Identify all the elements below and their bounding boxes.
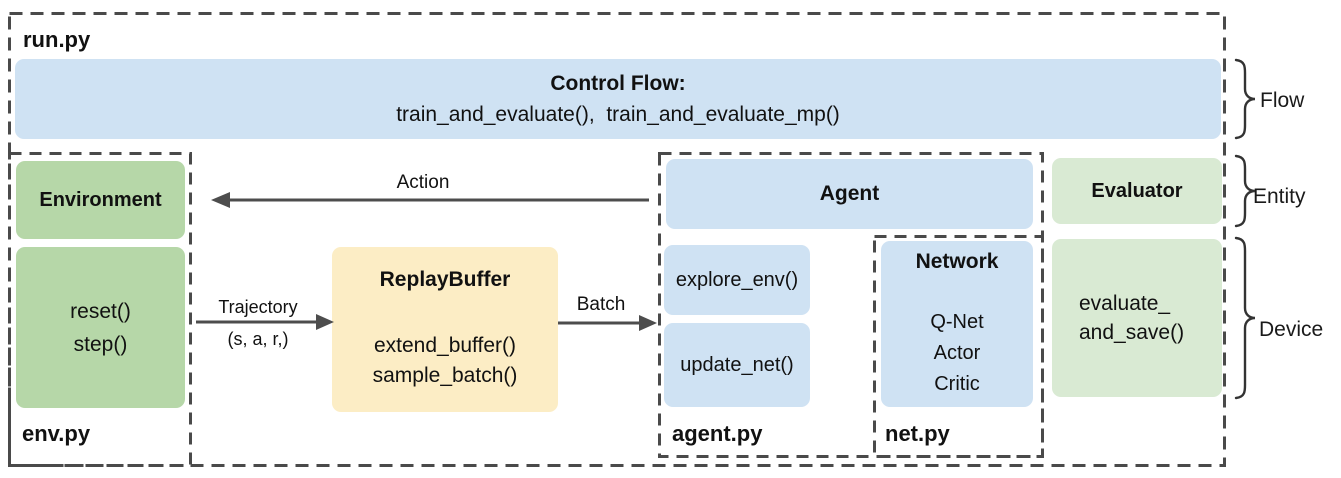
network-critic: Critic bbox=[934, 373, 980, 395]
env-methods-box: reset() step() bbox=[16, 247, 185, 408]
control-flow-functions: train_and_evaluate(), train_and_evaluate… bbox=[396, 103, 840, 126]
device-brace bbox=[1234, 236, 1256, 400]
agent-method-update: update_net() bbox=[680, 353, 794, 376]
entity-brace-label: Entity bbox=[1253, 185, 1306, 208]
flow-brace-label: Flow bbox=[1260, 89, 1305, 112]
replay-method-sample: sample_batch() bbox=[372, 364, 518, 387]
replay-method-extend: extend_buffer() bbox=[373, 334, 517, 357]
batch-arrow-label: Batch bbox=[576, 294, 626, 315]
explore-env-box: explore_env() bbox=[664, 245, 810, 315]
agent-title: Agent bbox=[819, 182, 880, 205]
update-net-box: update_net() bbox=[664, 323, 810, 407]
env-py-label: env.py bbox=[22, 421, 91, 446]
trajectory-tuple-label: (s, a, r,) bbox=[227, 329, 289, 349]
environment-title: Environment bbox=[39, 188, 162, 211]
agent-method-explore: explore_env() bbox=[675, 268, 799, 291]
agent-box: Agent bbox=[666, 159, 1033, 229]
replay-buffer-box: ReplayBuffer extend_buffer() sample_batc… bbox=[332, 247, 558, 412]
trajectory-arrow-label: Trajectory bbox=[218, 297, 298, 317]
control-flow-box: Control Flow: train_and_evaluate(), trai… bbox=[15, 59, 1221, 139]
evaluator-method-line2: and_save() bbox=[1079, 321, 1185, 344]
network-title: Network bbox=[915, 250, 999, 273]
evaluator-method-line1: evaluate_ bbox=[1079, 292, 1171, 315]
env-method-reset: reset() bbox=[70, 299, 131, 323]
env-method-step: step() bbox=[73, 332, 128, 356]
flow-brace bbox=[1234, 58, 1256, 140]
replay-buffer-title: ReplayBuffer bbox=[379, 268, 511, 291]
evaluator-box: Evaluator bbox=[1052, 158, 1222, 224]
net-py-label: net.py bbox=[885, 421, 950, 446]
batch-arrow bbox=[558, 315, 657, 331]
agent-py-label: agent.py bbox=[672, 421, 763, 446]
device-brace-label: Device bbox=[1259, 318, 1324, 341]
evaluator-title: Evaluator bbox=[1091, 179, 1183, 202]
network-qnet: Q-Net bbox=[930, 311, 984, 333]
run-py-label: run.py bbox=[23, 27, 91, 52]
control-flow-title: Control Flow: bbox=[550, 72, 686, 95]
network-actor: Actor bbox=[933, 342, 981, 364]
evaluate-and-save-box: evaluate_ and_save() bbox=[1052, 239, 1222, 397]
action-arrow-label: Action bbox=[396, 172, 450, 193]
network-box: Network Q-Net Actor Critic bbox=[881, 241, 1033, 407]
environment-box: Environment bbox=[16, 161, 185, 239]
